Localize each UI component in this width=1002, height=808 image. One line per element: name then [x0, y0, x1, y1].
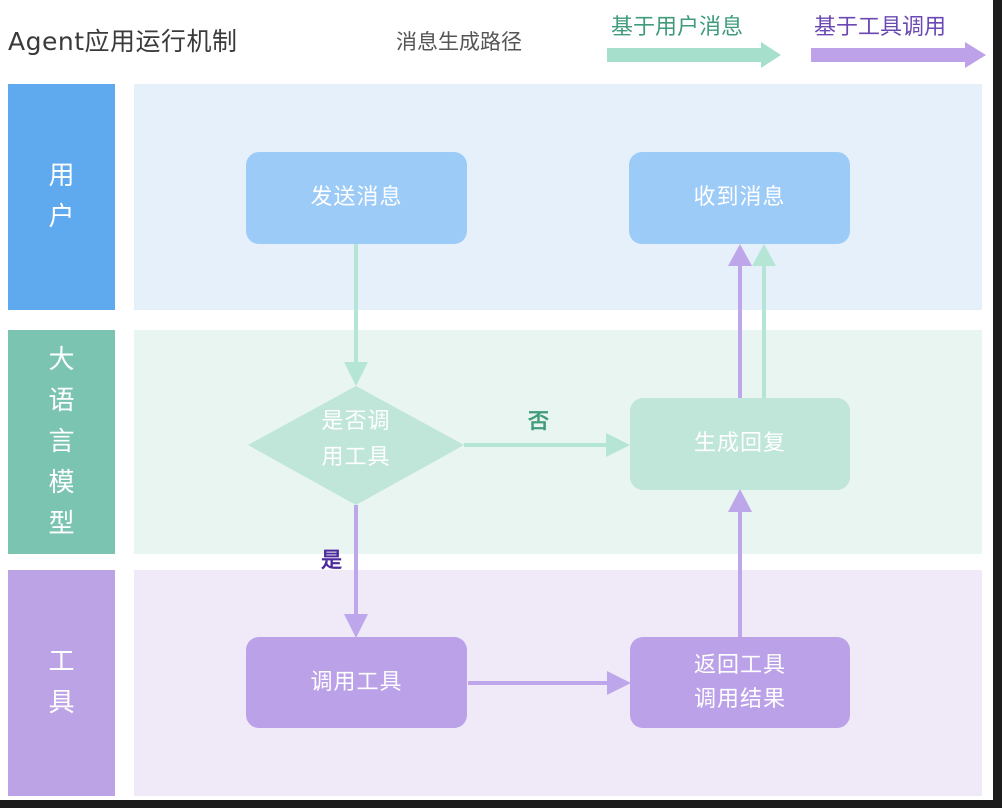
legend-user-label: 基于用户消息	[611, 15, 744, 40]
lane-llm-label: 大语言模型	[8, 330, 115, 554]
node-generate-reply: 生成回复	[630, 398, 850, 490]
arrow-result-to-generate-head	[728, 489, 752, 512]
diagram-subtitle: 消息生成路径	[396, 30, 522, 54]
legend-tool-label: 基于工具调用	[814, 15, 947, 40]
arrow-generate-to-receive-user-head	[752, 244, 776, 266]
edge-label-no: 否	[528, 409, 549, 433]
legend-user-arrow	[607, 42, 781, 68]
decision-diamond-label: 是否调 用工具	[321, 409, 391, 470]
lane-user-label: 用户	[8, 84, 115, 310]
arrow-send-to-decide-head	[344, 362, 368, 386]
legend-user-arrow-shaft	[607, 48, 763, 62]
arrow-decide-to-call-tool-head	[344, 614, 368, 638]
node-send-message: 发送消息	[246, 152, 467, 244]
node-return-tool-result: 返回工具 调用结果	[630, 637, 850, 728]
lane-tool-label: 工具	[8, 570, 115, 796]
node-call-tool: 调用工具	[246, 637, 467, 728]
diagram-title: Agent应用运行机制	[8, 27, 238, 56]
legend-tool-arrow-head	[965, 42, 986, 68]
legend-tool-arrow	[811, 42, 986, 68]
arrow-generate-to-receive-tool-head	[728, 244, 752, 266]
node-receive-message: 收到消息	[629, 152, 850, 244]
legend-user-arrow-head	[761, 42, 781, 68]
edge-label-yes: 是	[321, 548, 342, 572]
decision-diamond	[248, 386, 464, 505]
legend-tool-arrow-shaft	[811, 48, 967, 62]
arrow-call-tool-to-result-head	[607, 671, 631, 695]
arrow-decide-to-generate-head	[606, 433, 630, 457]
